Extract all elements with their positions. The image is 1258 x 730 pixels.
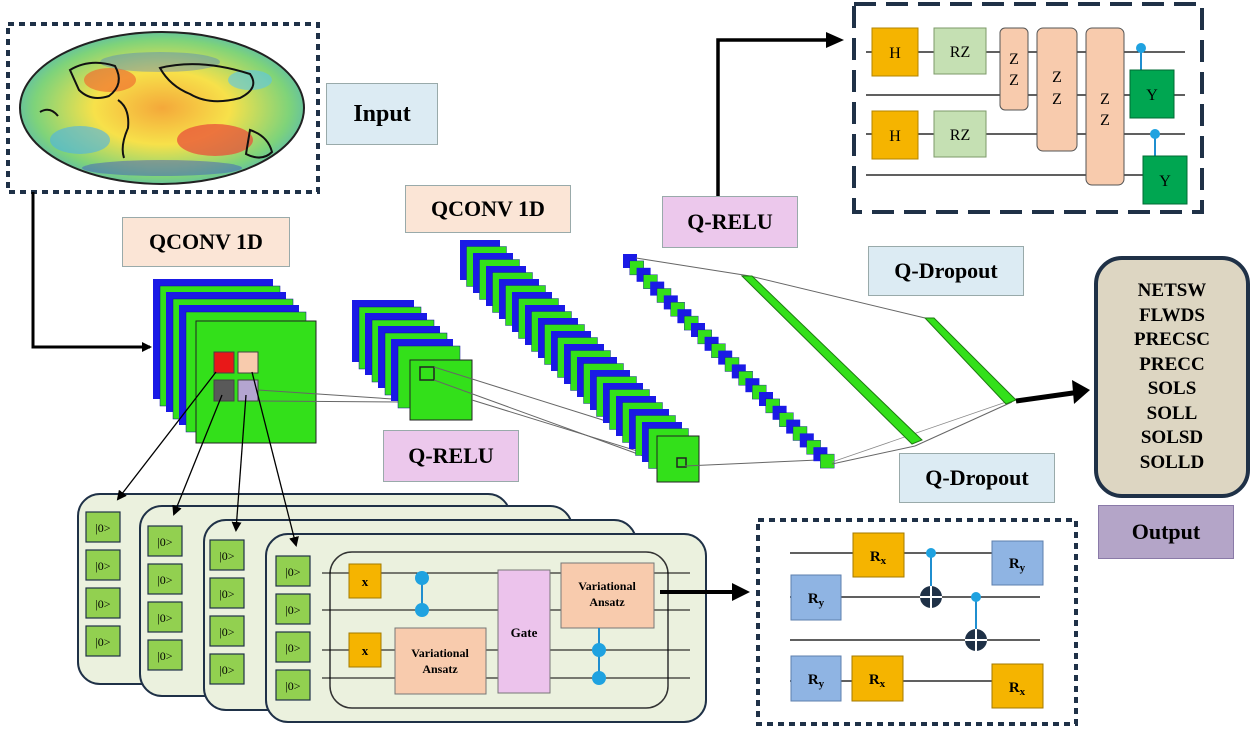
h-gate-1 [871,27,919,77]
svg-text:Z: Z [1100,112,1110,129]
rz-gate-2 [933,110,987,158]
input-arrow [31,192,152,352]
control-dot-4 [415,603,429,617]
qrelu-label-top: Q-RELU [662,196,798,248]
output-var: SOLLD [1139,451,1205,473]
gate-box [497,569,551,694]
x-gate-2 [348,632,382,668]
svg-text:|0>: |0> [285,565,300,579]
qdropout-label-bottom: Q-Dropout [899,453,1055,503]
svg-text:Ansatz: Ansatz [589,595,625,609]
svg-text:|0>: |0> [285,679,300,693]
svg-text:RZ: RZ [950,127,970,144]
dense-layer-2 [923,317,1017,405]
rx-gate-1 [852,532,905,578]
svg-text:RZ: RZ [950,44,970,61]
svg-text:Gate: Gate [511,625,538,640]
svg-text:Z: Z [1100,91,1110,108]
output-var: SOLS [1147,378,1197,399]
control-dot-3 [415,571,429,585]
svg-text:|0>: |0> [157,573,172,587]
conv-panels: |0> |0> |0> |0> |0> |0> |0> |0> |0> |0> |0> |0> |0> |… [77,493,707,723]
conv-stack-4 [623,254,835,469]
svg-text:Y: Y [1159,173,1171,190]
qrelu-arrow [716,38,830,200]
qconv-label-2: QCONV 1D [405,185,571,233]
conv-stack-2 [352,300,473,421]
svg-text:|0>: |0> [219,625,234,639]
svg-text:|0>: |0> [285,641,300,655]
svg-text:|0>: |0> [157,535,172,549]
rx-gate-2 [851,655,904,702]
ry-gate-1 [991,540,1044,586]
svg-text:|0>: |0> [285,603,300,617]
output-var: NETSW [1137,280,1207,301]
svg-text:Z: Z [1052,69,1062,86]
svg-text:Y: Y [1146,87,1158,104]
svg-text:H: H [889,128,901,145]
output-label: Output [1098,505,1234,559]
input-label: Input [326,83,438,145]
svg-text:Ansatz: Ansatz [422,662,458,676]
world-map-image [19,31,305,185]
output-var: PRECC [1139,353,1205,375]
h-gate-2 [871,110,919,160]
variational-ansatz-1 [394,627,487,695]
variational-ansatz-2 [560,562,655,629]
output-arrow [1015,389,1081,404]
qdropout-label-top: Q-Dropout [868,246,1024,296]
output-variables-box: NETSW FLWDS PRECSC PRECC SOLS SOLL SOLSD… [1094,256,1250,498]
control-dot-5 [592,643,606,657]
svg-text:x: x [362,574,369,589]
svg-text:|0>: |0> [157,649,172,663]
svg-text:|0>: |0> [219,549,234,563]
output-var: PRECSC [1133,329,1210,350]
control-dot-2 [1150,129,1160,139]
svg-text:Variational: Variational [411,646,469,660]
input-frame [6,22,320,194]
conv-stack-3 [460,240,700,483]
svg-text:|0>: |0> [95,521,110,535]
svg-text:|0>: |0> [219,663,234,677]
control-dot-1 [1136,43,1146,53]
rx-gate-3 [991,663,1044,709]
svg-text:Z: Z [1009,51,1019,68]
zz-gate-1 [999,27,1029,111]
x-gate-1 [348,563,382,599]
output-var: SOLL [1146,402,1198,424]
svg-text:|0>: |0> [95,597,110,611]
qrelu-label-mid: Q-RELU [383,430,519,482]
svg-text:x: x [362,643,369,658]
svg-text:Z: Z [1052,91,1062,108]
ry-gate-3 [790,655,842,702]
svg-text:|0>: |0> [219,587,234,601]
conv-stack-1 [153,279,317,444]
control-dot-6 [592,671,606,685]
y-gate-2 [1142,155,1188,205]
rz-gate-1 [933,27,987,75]
output-var: FLWDS [1139,304,1205,326]
svg-text:H: H [889,45,901,62]
qconv-label-1: QCONV 1D [122,217,290,267]
svg-text:|0>: |0> [95,635,110,649]
qrelu-circuit: H RZ H RZ Z Z Z Z Z Z Y Y [852,2,1204,214]
y-gate-1 [1129,69,1175,119]
zz-gate-2 [1036,27,1078,152]
svg-text:|0>: |0> [157,611,172,625]
dropout-circuit: Rx Ry Ry Ry Rx Rx [756,518,1078,726]
zz-gate-3 [1085,27,1125,186]
output-var: SOLSD [1140,427,1204,448]
svg-text:Variational: Variational [578,579,636,593]
svg-text:Z: Z [1009,72,1019,89]
dense-layer-1 [740,275,923,445]
ry-gate-2 [790,574,842,621]
svg-text:|0>: |0> [95,559,110,573]
